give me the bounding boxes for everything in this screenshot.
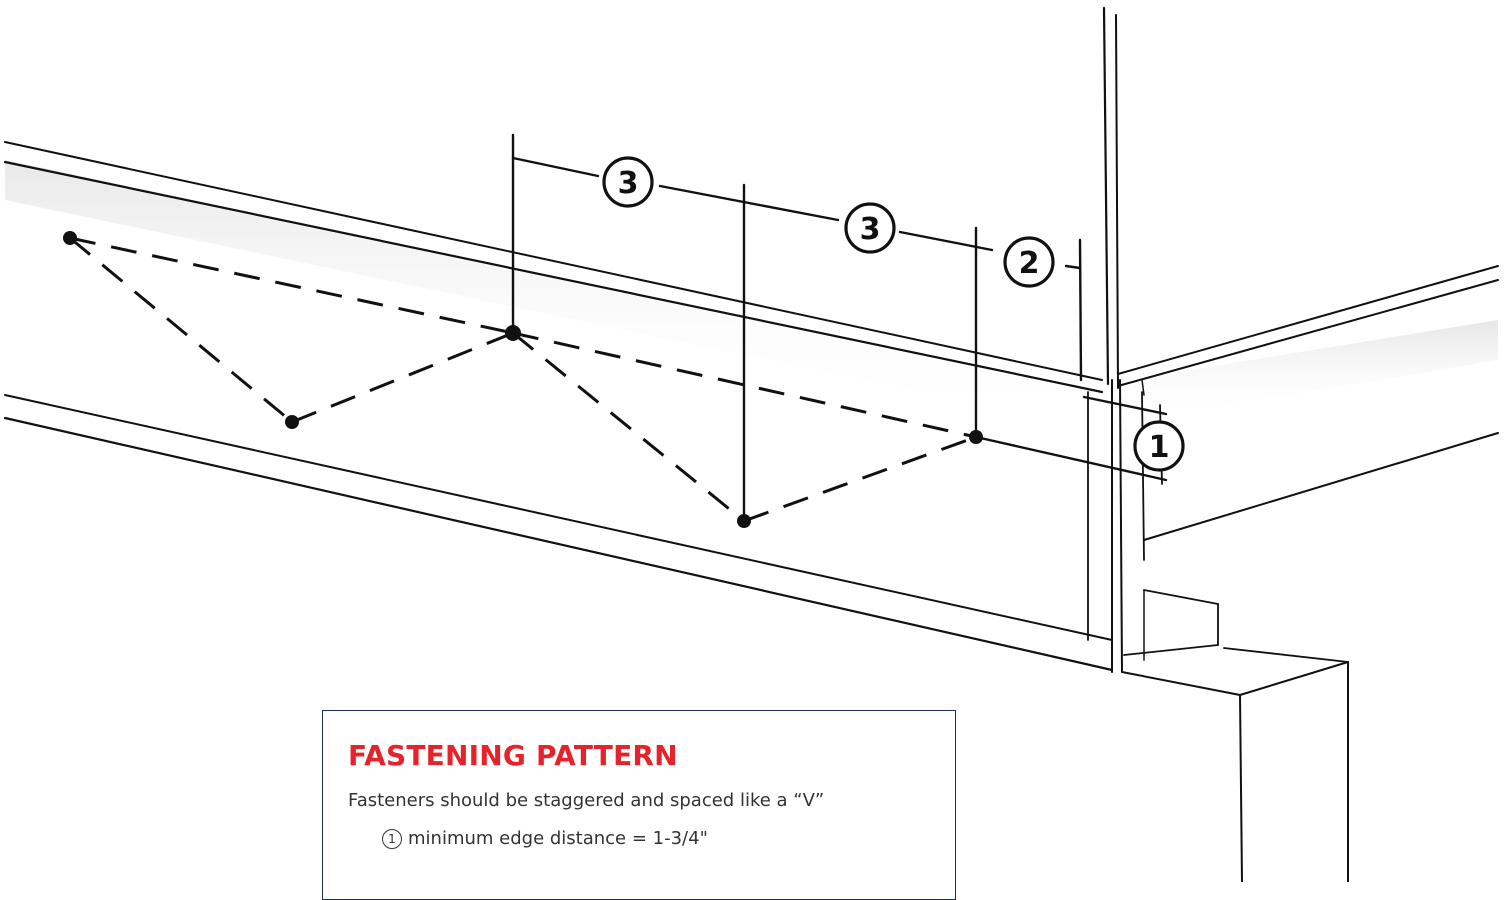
fastener <box>285 415 299 429</box>
marker-3a: 3 <box>602 156 654 208</box>
svg-text:1: 1 <box>1149 430 1170 465</box>
fastener-pattern-lines <box>69 236 977 523</box>
ledger-block <box>1123 589 1219 661</box>
beam-top-shadow <box>5 160 1100 430</box>
support-post <box>1121 647 1349 882</box>
joist-outline <box>1117 265 1499 541</box>
info-title: FASTENING PATTERN <box>348 739 678 772</box>
dimension-lines <box>511 133 1168 523</box>
spec-row-edge-distance: 1 minimum edge distance = 1-3/4" <box>382 827 931 851</box>
beam-outline <box>3 141 1114 673</box>
fastening-info-box: FASTENING PATTERN Fasteners should be st… <box>322 710 956 900</box>
marker-3b: 3 <box>844 202 896 254</box>
info-description: Fasteners should be staggered and spaced… <box>348 790 825 811</box>
svg-text:3: 3 <box>860 212 881 247</box>
marker-2: 2 <box>1003 236 1055 288</box>
fastener <box>63 231 77 245</box>
svg-text:3: 3 <box>618 166 639 201</box>
post-outline <box>1102 6 1145 673</box>
joist-shadow <box>1140 320 1498 420</box>
spec-text: minimum edge distance = 1-3/4" <box>408 828 708 849</box>
svg-text:2: 2 <box>1019 246 1040 281</box>
spec-number: 1 <box>382 829 402 849</box>
marker-1: 1 <box>1133 420 1185 472</box>
